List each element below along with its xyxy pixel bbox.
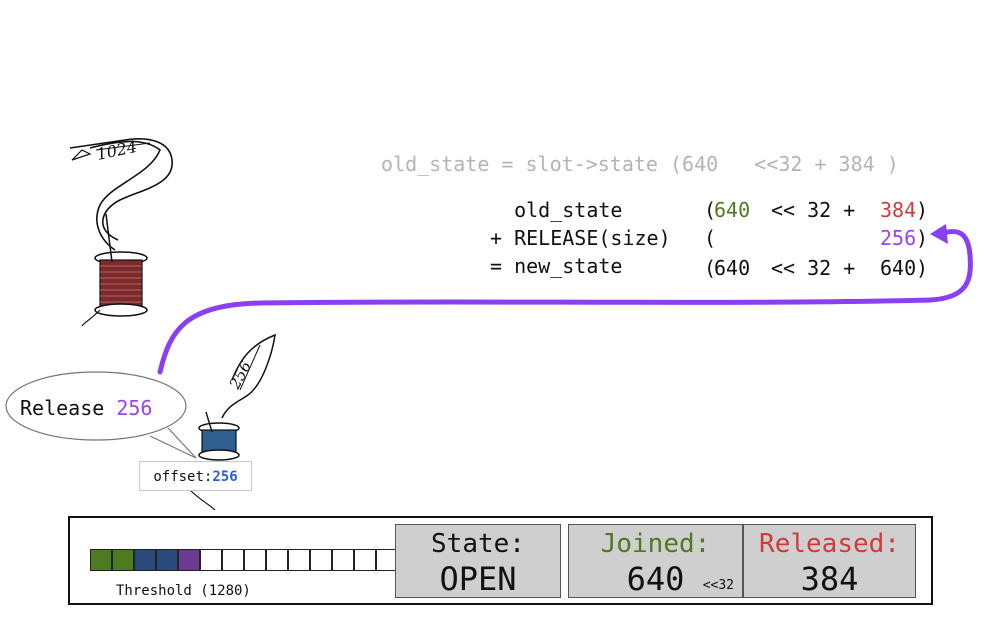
bubble-prefix: Release [20,396,117,420]
release-amount-value: 256 [880,226,917,250]
calc-label-new-state: = new_state [490,254,623,278]
buffer-cell-filled [112,549,134,571]
large-spool-icon [69,138,173,327]
buffer-cell-empty [222,549,244,571]
ghost-code-line: old_state = slot->state (640 <<32 + 384 … [381,152,899,176]
new-shift-op: << 32 + [771,256,856,280]
offset-value: 256 [212,469,238,485]
calc-row-new-state: = new_state ( 640 << 32 + 640 ) [490,254,929,280]
joined-panel: Joined: 640 <<32 [568,524,743,598]
bubble-text: Release 256 [20,396,152,420]
buffer-cell-filled [90,549,112,571]
old-shift-op: << 32 + [771,198,856,222]
old-joined-value: 640 [714,198,751,222]
joined-label: Joined: [600,529,711,559]
new-joined-value: 640 [714,256,751,280]
buffer-cell-empty [288,549,310,571]
buffer-cell-empty [332,549,354,571]
calc-label-old-state: old_state [490,198,623,222]
joined-value: 640 [626,560,685,598]
buffer-cell-filled [134,549,156,571]
small-spool-tag: 256 [225,358,255,393]
released-panel: Released: 384 [743,524,916,598]
released-label: Released: [759,529,900,559]
buffer-cell-empty [310,549,332,571]
calc-row-release: + RELEASE(size) ( 256 ) [490,226,929,250]
threshold-label: Threshold (1280) [116,583,251,599]
buffer-cell-filled [156,549,178,571]
small-spool-icon [189,333,276,511]
state-label: State: [431,529,525,559]
speech-bubble [5,371,197,459]
buffer-cell-empty [266,549,288,571]
bubble-value: 256 [116,396,153,420]
calc-row-old-state: old_state ( 640 << 32 + 384 ) [490,198,929,222]
new-released-value: 640 [880,256,917,280]
buffer-cell-filled [178,549,200,571]
state-value: OPEN [439,560,517,598]
buffer-cell-empty [244,549,266,571]
offset-key: offset: [153,469,213,485]
buffer-cell-empty [200,549,222,571]
released-value: 384 [800,560,859,598]
release-arrow-head [930,224,948,244]
buffer-cell-empty [354,549,376,571]
offset-label: offset:256 [139,461,252,491]
release-arrow [157,229,973,375]
state-panel: State: OPEN [395,524,561,598]
old-released-value: 384 [880,198,917,222]
calc-label-release: + RELEASE(size) [490,226,671,250]
large-spool-tag: 1024 [95,137,139,164]
joined-shift: <<32 [702,578,734,593]
